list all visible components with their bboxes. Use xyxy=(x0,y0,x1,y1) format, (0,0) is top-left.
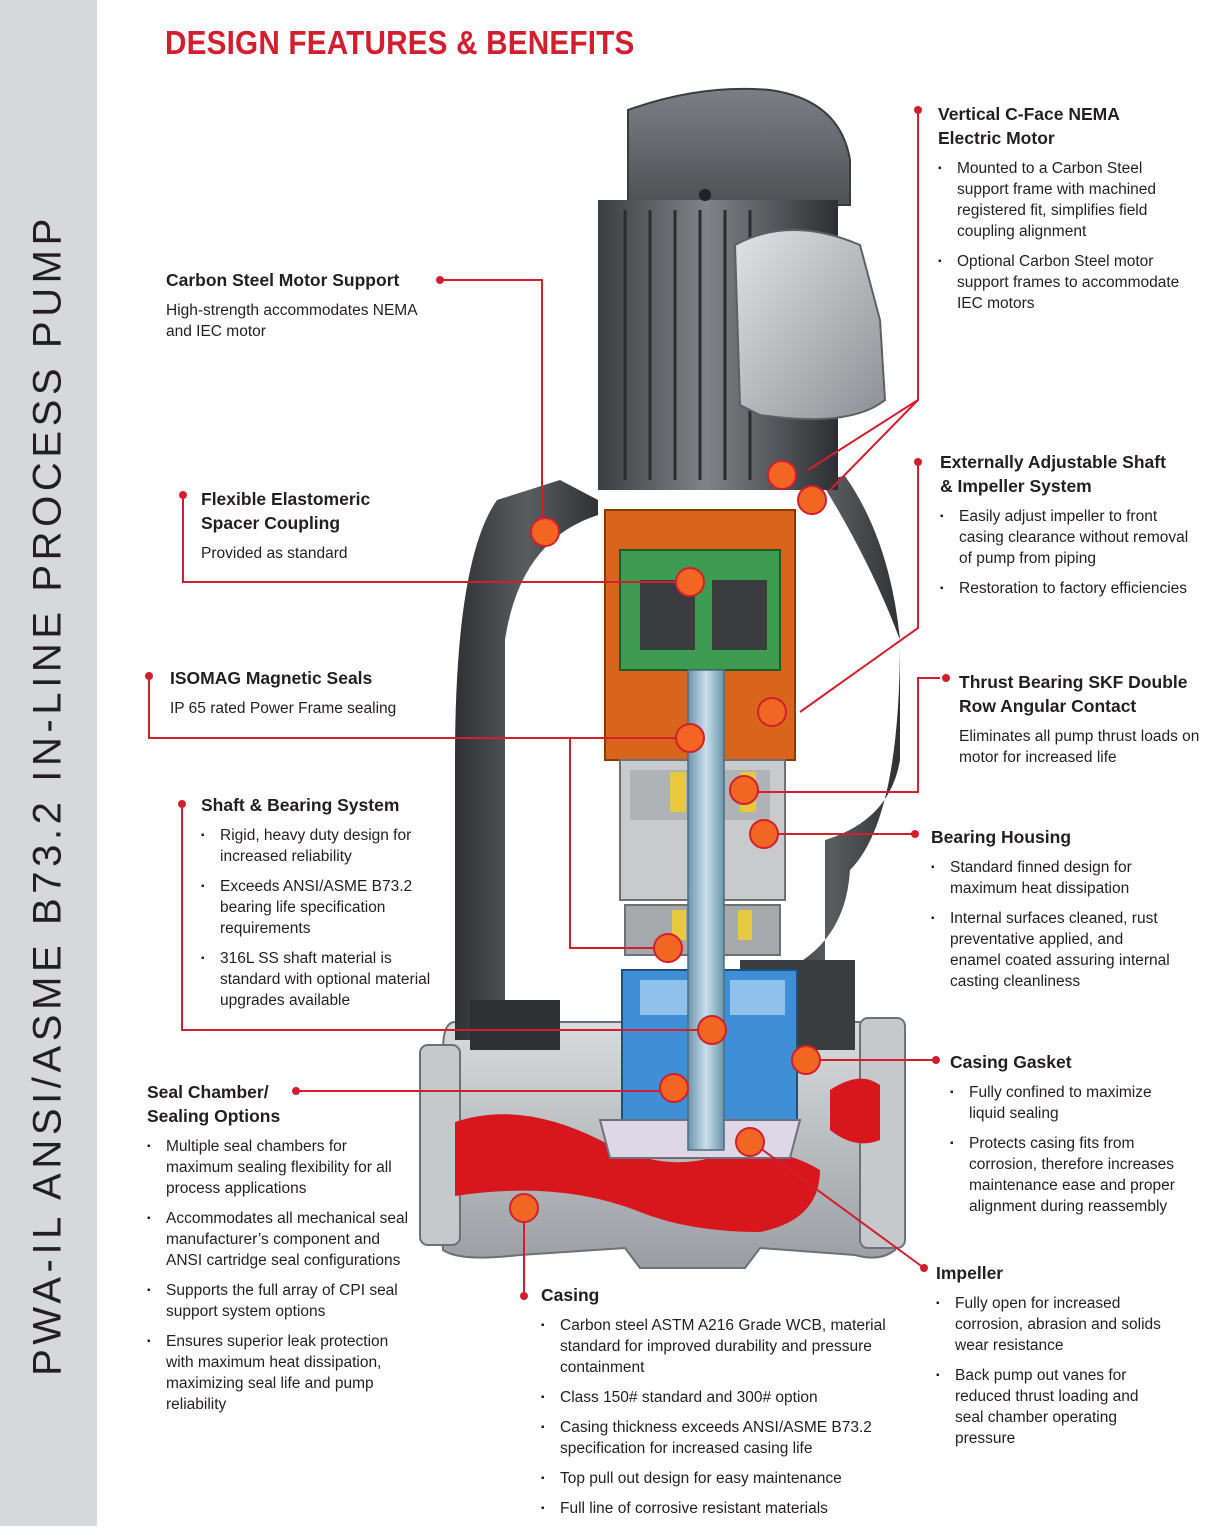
feature-title: Impeller xyxy=(936,1263,1004,1283)
feature-bearing-housing: Bearing Housing Standard finned design f… xyxy=(931,825,1171,1001)
feature-casing-gasket: Casing Gasket Fully confined to maximize… xyxy=(950,1050,1180,1226)
feature-seal-chamber: Seal Chamber/Sealing Options Multiple se… xyxy=(147,1080,412,1424)
bullet: Full line of corrosive resistant materia… xyxy=(541,1498,911,1519)
bullet: Mounted to a Carbon Steel support frame … xyxy=(938,158,1198,242)
feature-casing: Casing Carbon steel ASTM A216 Grade WCB,… xyxy=(541,1283,911,1528)
page-title: DESIGN FEATURES & BENEFITS xyxy=(165,24,635,61)
bullet: Class 150# standard and 300# option xyxy=(541,1387,911,1408)
feature-title: Externally Adjustable Shaft& Impeller Sy… xyxy=(940,452,1166,496)
bullet: Protects casing fits from corrosion, the… xyxy=(950,1133,1180,1217)
bullet: Fully open for increased corrosion, abra… xyxy=(936,1293,1166,1356)
callout-markers xyxy=(509,460,827,1223)
electric-motor xyxy=(598,87,887,490)
marker-casing xyxy=(509,1193,539,1223)
bullet: Supports the full array of CPI seal supp… xyxy=(147,1280,412,1322)
bullet: Easily adjust impeller to front casing c… xyxy=(940,506,1200,569)
bullet: Multiple seal chambers for maximum seali… xyxy=(147,1136,412,1199)
feature-magnetic-seals: ISOMAG Magnetic Seals IP 65 rated Power … xyxy=(170,666,450,719)
bullet: Exceeds ANSI/ASME B73.2 bearing life spe… xyxy=(201,876,451,939)
feature-title: Seal Chamber/Sealing Options xyxy=(147,1082,281,1126)
marker-magnetic-seal xyxy=(675,723,705,753)
feature-description: IP 65 rated Power Frame sealing xyxy=(170,700,397,717)
feature-motor-support: Carbon Steel Motor Support High-strength… xyxy=(166,268,436,342)
feature-title: Carbon Steel Motor Support xyxy=(166,270,400,290)
marker-impeller xyxy=(735,1127,765,1157)
sidebar-band: PWA-IL ANSI/ASME B73.2 IN-LINE PROCESS P… xyxy=(0,0,97,1526)
feature-title: Casing xyxy=(541,1285,600,1305)
bullet: Carbon steel ASTM A216 Grade WCB, materi… xyxy=(541,1315,911,1378)
marker-thrust-bearing xyxy=(729,775,759,805)
feature-title: Bearing Housing xyxy=(931,827,1072,847)
bullet: Accommodates all mechanical seal manufac… xyxy=(147,1208,412,1271)
marker-motor-mount-left xyxy=(767,460,797,490)
marker-coupling xyxy=(675,567,705,597)
feature-description: Provided as standard xyxy=(201,545,348,562)
callout-end-dots xyxy=(145,106,950,1300)
bullet: Standard finned design for maximum heat … xyxy=(931,857,1171,899)
feature-description: High-strength accommodates NEMA and IEC … xyxy=(166,302,417,340)
feature-title: Shaft & Bearing System xyxy=(201,795,400,815)
marker-motor-support xyxy=(530,517,560,547)
marker-lower-seal xyxy=(653,933,683,963)
feature-title: ISOMAG Magnetic Seals xyxy=(170,668,373,688)
bullet: Fully confined to maximize liquid sealin… xyxy=(950,1082,1180,1124)
feature-adjustable-shaft: Externally Adjustable Shaft& Impeller Sy… xyxy=(940,450,1200,608)
bullet: Ensures superior leak protection with ma… xyxy=(147,1331,412,1415)
bullet: Restoration to factory efficiencies xyxy=(940,578,1200,599)
marker-seal-chamber xyxy=(659,1073,689,1103)
bullet: Casing thickness exceeds ANSI/ASME B73.2… xyxy=(541,1417,911,1459)
marker-bearing-housing xyxy=(749,819,779,849)
marker-shaft-bearing xyxy=(697,1015,727,1045)
bullet: Internal surfaces cleaned, rust preventa… xyxy=(931,908,1171,992)
bullet: Back pump out vanes for reduced thrust l… xyxy=(936,1365,1166,1449)
callout-leader-lines xyxy=(148,110,940,1296)
feature-impeller: Impeller Fully open for increased corros… xyxy=(936,1261,1166,1458)
feature-description: Eliminates all pump thrust loads on moto… xyxy=(959,728,1200,766)
marker-casing-gasket xyxy=(791,1045,821,1075)
bullet: 316L SS shaft material is standard with … xyxy=(201,948,451,1011)
feature-shaft-bearing-system: Shaft & Bearing System Rigid, heavy duty… xyxy=(201,793,451,1020)
marker-motor-mount-right xyxy=(797,485,827,515)
marker-shaft-adjust xyxy=(757,697,787,727)
feature-title: Casing Gasket xyxy=(950,1052,1072,1072)
bullet: Rigid, heavy duty design for increased r… xyxy=(201,825,451,867)
bullet: Top pull out design for easy maintenance xyxy=(541,1468,911,1489)
bullet: Optional Carbon Steel motor support fram… xyxy=(938,251,1198,314)
